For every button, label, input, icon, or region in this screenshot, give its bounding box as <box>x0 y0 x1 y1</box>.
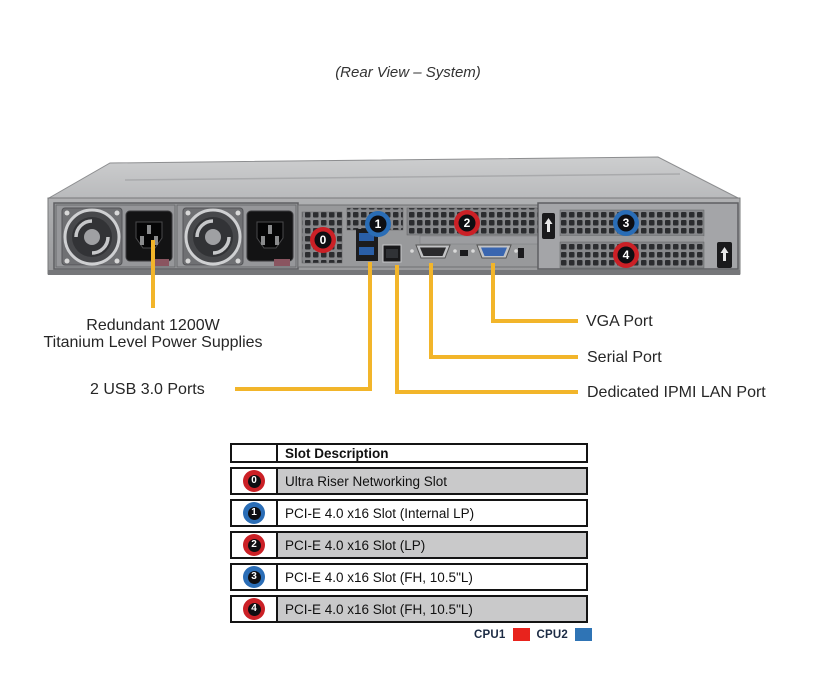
header-marker-cell <box>232 445 278 461</box>
callout-line-ipmi <box>395 265 578 394</box>
ipmi-lan-port <box>382 244 402 263</box>
slot-1-description: PCI-E 4.0 x16 Slot (Internal LP) <box>285 505 475 521</box>
slot-markers: 0 1 2 3 4 <box>310 210 639 268</box>
callout-lines <box>151 240 578 394</box>
usb-callout-label: 2 USB 3.0 Ports <box>90 381 205 398</box>
svg-text:1: 1 <box>375 217 382 231</box>
serial-callout-label: Serial Port <box>587 349 662 366</box>
cpu1-color-swatch <box>512 628 530 641</box>
cpu1-label: CPU1 <box>474 628 506 641</box>
ipmi-callout-label: Dedicated IPMI LAN Port <box>587 384 766 401</box>
marker-0: 0 <box>310 227 336 253</box>
io-plate <box>297 204 576 268</box>
cpu2-color-swatch <box>575 628 592 641</box>
svg-text:4: 4 <box>623 248 630 262</box>
slot-4-description: PCI-E 4.0 x16 Slot (FH, 10.5"L) <box>278 597 586 621</box>
svg-text:0: 0 <box>320 233 327 247</box>
power-supply-bay <box>53 202 299 270</box>
table-row: 3 PCI-E 4.0 x16 Slot (FH, 10.5"L) <box>230 563 588 591</box>
slot-description-table: Slot Description 0 Ultra Riser Networkin… <box>230 443 588 627</box>
vga-port <box>471 244 518 259</box>
marker-2: 2 <box>454 210 480 236</box>
slot-4-marker: 4 <box>243 598 265 620</box>
slot-2-marker: 2 <box>243 534 265 556</box>
page-title: (Rear View – System) <box>335 64 481 81</box>
table-row: 1 PCI-E 4.0 x16 Slot (Internal LP) <box>230 499 588 527</box>
server-rear-illustration: 0 1 2 3 4 <box>47 156 741 394</box>
callout-line-serial <box>429 263 578 359</box>
slot-3-description: PCI-E 4.0 x16 Slot (FH, 10.5"L) <box>285 569 473 585</box>
header-label: Slot Description <box>285 445 389 461</box>
slot-latch-left <box>542 213 555 239</box>
power-inlet-2 <box>246 210 294 262</box>
psu-callout-label: Redundant 1200W Titanium Level Power Sup… <box>43 317 263 351</box>
small-connector <box>460 250 468 256</box>
marker-4: 4 <box>613 242 639 268</box>
slot-3-marker: 3 <box>243 566 265 588</box>
svg-text:2: 2 <box>464 216 471 230</box>
table-header-row: Slot Description <box>230 443 588 463</box>
serial-port <box>410 244 457 259</box>
marker-3: 3 <box>613 210 639 236</box>
callout-line-vga <box>491 263 578 323</box>
slot-0-marker: 0 <box>243 470 265 492</box>
usb3-ports <box>356 229 378 261</box>
cpu-legend: CPU1 CPU2 <box>230 628 592 641</box>
vga-callout-label: VGA Port <box>586 313 653 330</box>
slot-2-description: PCI-E 4.0 x16 Slot (LP) <box>278 533 586 557</box>
psu-1 <box>55 204 176 268</box>
slot-latch-right <box>717 242 732 268</box>
slot-1-marker: 1 <box>243 502 265 524</box>
power-inlet-1 <box>125 210 173 262</box>
svg-text:3: 3 <box>623 216 630 230</box>
slot-0-description: Ultra Riser Networking Slot <box>278 469 586 493</box>
callout-line-usb <box>235 262 372 391</box>
table-row: 4 PCI-E 4.0 x16 Slot (FH, 10.5"L) <box>230 595 588 623</box>
psu-2 <box>176 204 297 268</box>
table-row: 2 PCI-E 4.0 x16 Slot (LP) <box>230 531 588 559</box>
marker-1: 1 <box>365 211 391 237</box>
table-row: 0 Ultra Riser Networking Slot <box>230 467 588 495</box>
cpu2-label: CPU2 <box>536 628 568 641</box>
